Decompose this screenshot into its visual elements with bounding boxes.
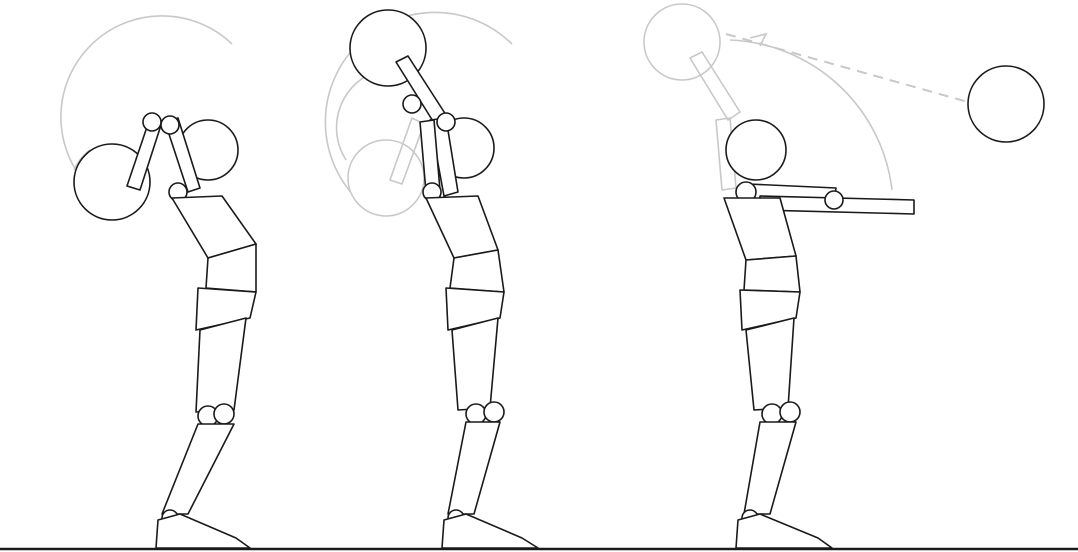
frame-2-knee-front <box>484 402 504 422</box>
frame-2-chest <box>426 196 498 258</box>
frame-1-hand-right <box>161 116 179 134</box>
frame-2-foot <box>442 514 538 548</box>
frame-3-ball <box>968 66 1044 142</box>
frame-1-hand-left <box>143 113 161 131</box>
frame-3-knee-back <box>762 404 782 424</box>
frame-2-knee-back <box>466 404 486 424</box>
frame-1-wind-up <box>61 16 256 548</box>
frame-3-elbow <box>825 191 843 209</box>
frame-2-overhead <box>325 10 538 548</box>
frame-2-hand <box>403 95 421 113</box>
frame-1-thigh <box>196 318 246 412</box>
frame-3-thigh <box>746 318 794 410</box>
frame-1-shin <box>162 424 234 514</box>
frame-2-elbow <box>437 113 455 131</box>
frame-2-shin <box>448 422 500 514</box>
frame-2-ghost-ball <box>348 140 424 216</box>
frame-3-abdomen <box>744 256 800 292</box>
frame-3-shin <box>744 422 796 514</box>
frame-1-knee-front <box>214 404 234 424</box>
frame-3-head <box>726 120 786 180</box>
frame-3-foot <box>736 514 832 548</box>
frame-3-ghost-ball <box>644 4 720 80</box>
frame-3-trajectory-dash <box>726 34 968 102</box>
frame-3-release <box>644 4 1044 548</box>
frame-1-foot <box>156 514 250 548</box>
frame-2-thigh <box>452 318 498 410</box>
frame-3-knee-front <box>780 402 800 422</box>
